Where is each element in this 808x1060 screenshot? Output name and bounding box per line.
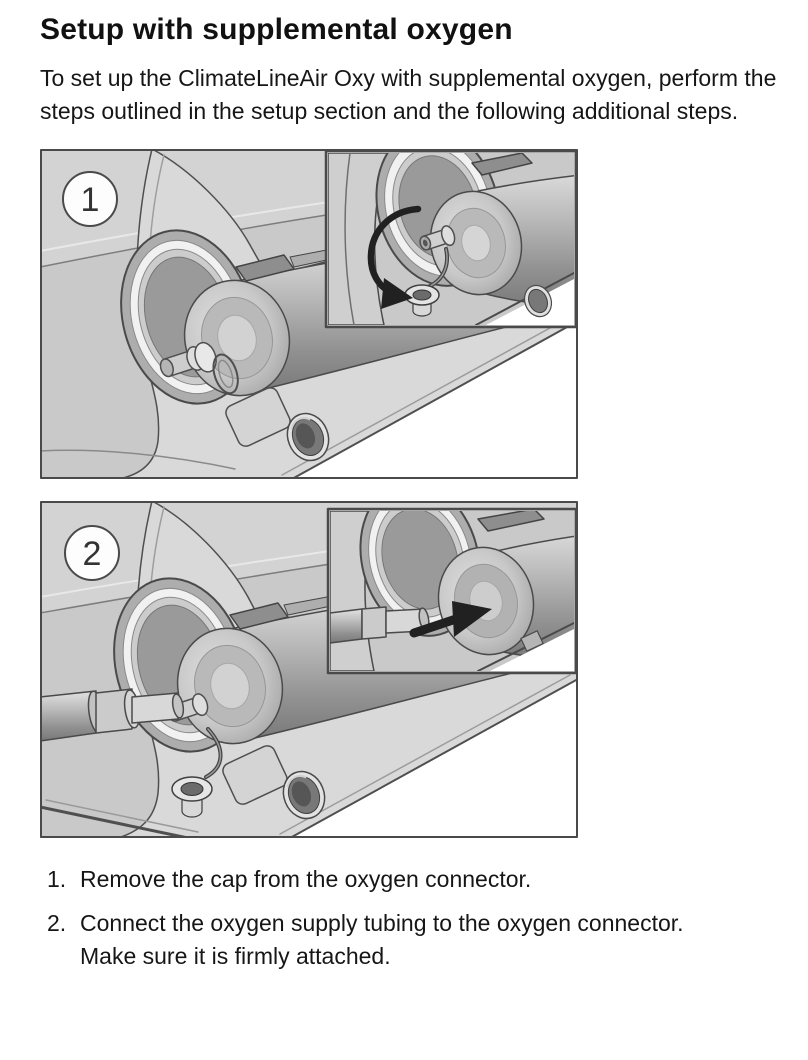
list-item: 2. Connect the oxygen supply tubing to t… — [47, 907, 780, 973]
step-2-inset — [326, 507, 578, 675]
retaining-clip — [235, 254, 295, 282]
oxygen-cap — [404, 284, 440, 317]
device-foot — [225, 387, 291, 447]
device-foot — [222, 745, 288, 805]
oxygen-cap — [171, 776, 213, 818]
step-note: Make sure it is firmly attached. — [80, 943, 391, 969]
oxygen-supply-tubing-inset — [330, 606, 430, 644]
page-title: Setup with supplemental oxygen — [40, 13, 513, 46]
step-text: Remove the cap from the oxygen connector… — [80, 866, 532, 892]
step-1-inset — [324, 149, 578, 329]
retaining-clip — [229, 602, 289, 630]
intro-paragraph: To set up the ClimateLineAir Oxy with su… — [40, 65, 777, 124]
step-text: Connect the oxygen supply tubing to the … — [80, 910, 684, 936]
steps-list: 1. Remove the cap from the oxygen connec… — [47, 863, 780, 973]
step-number: 1. — [47, 866, 67, 892]
power-inlet-port — [282, 770, 326, 820]
figure-step-2: 2 — [40, 501, 578, 838]
device-scene: 1 — [40, 149, 578, 479]
svg-text:2: 2 — [83, 535, 102, 573]
list-item: 1. Remove the cap from the oxygen connec… — [47, 863, 780, 896]
power-inlet-port — [286, 412, 330, 462]
oxygen-connector-capped — [159, 341, 239, 395]
step-2-badge: 2 — [64, 525, 120, 581]
oxygen-supply-tubing — [40, 688, 185, 742]
curved-arrow-icon — [367, 205, 422, 309]
cuff-face — [183, 279, 291, 397]
svg-text:1: 1 — [81, 181, 100, 219]
arrow-icon — [409, 601, 492, 638]
device-scene: 2 — [40, 501, 578, 838]
figure-step-1: 1 — [40, 149, 578, 479]
step-1-illustration: 1 — [40, 149, 578, 479]
step-1-badge: 1 — [62, 171, 118, 227]
step-2-illustration: 2 — [40, 501, 578, 838]
step-number: 2. — [47, 910, 67, 936]
